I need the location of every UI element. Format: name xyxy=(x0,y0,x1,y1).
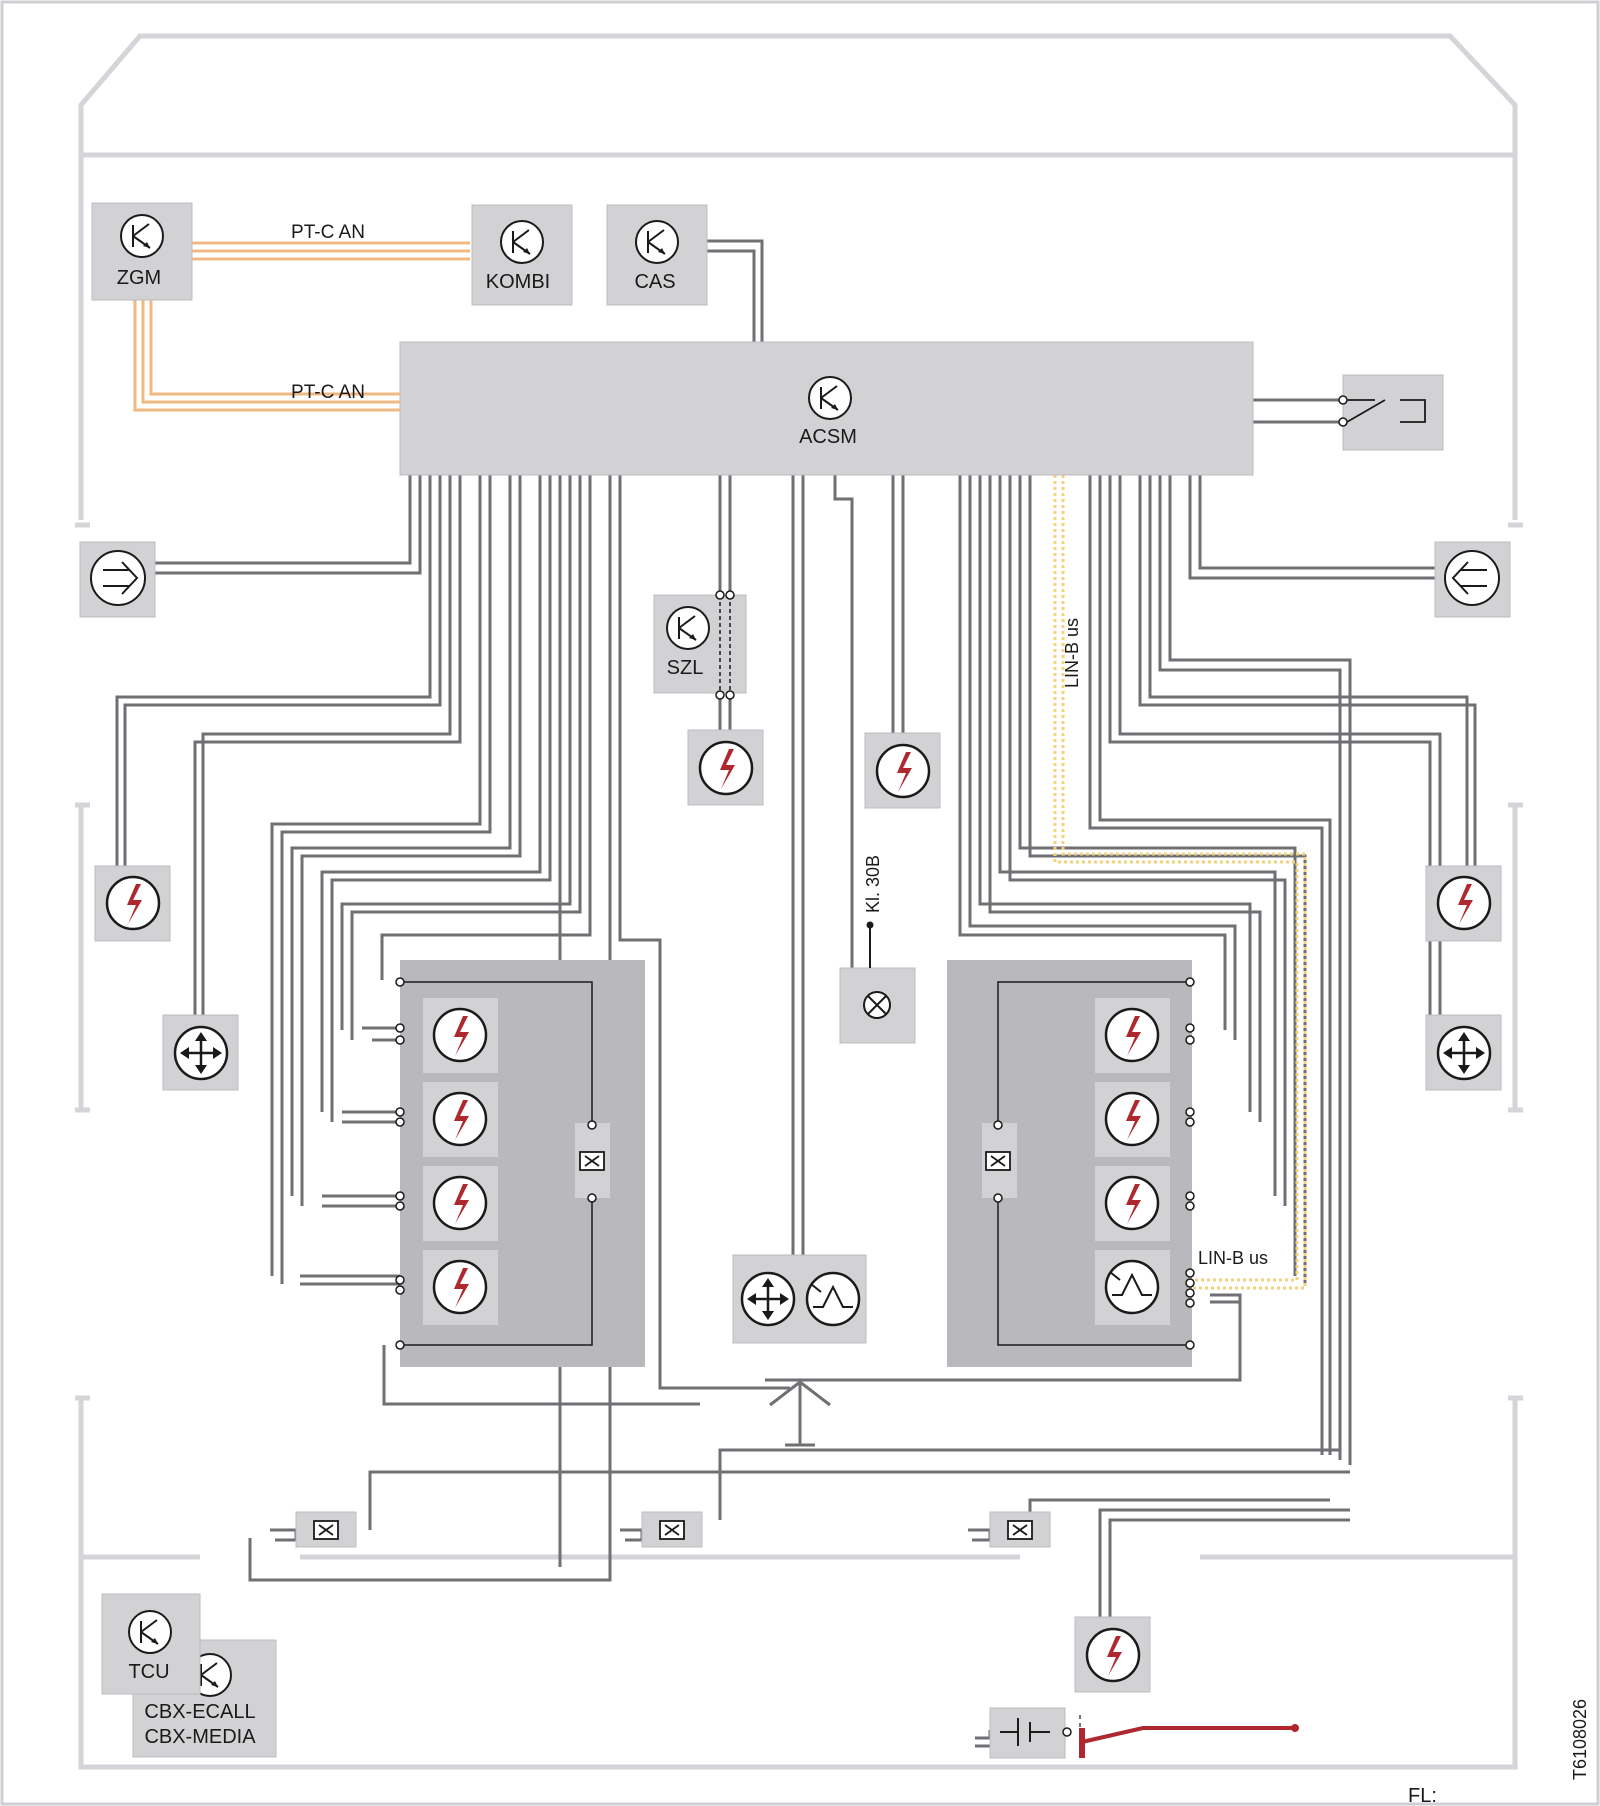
airbag-side-right xyxy=(1425,865,1502,942)
seat-left xyxy=(395,960,645,1367)
linb-label-vertical: LIN-B us xyxy=(1062,618,1082,688)
cas-label: CAS xyxy=(634,271,675,293)
linb-bus xyxy=(1053,475,1307,1290)
switch-rear-center xyxy=(641,1511,703,1548)
switch-rear-left xyxy=(295,1511,357,1548)
battery-cutoff-wire xyxy=(1079,1715,1299,1758)
kl30b-indicator: Kl. 30B xyxy=(839,855,916,1044)
acsm-module: ACSM xyxy=(399,341,1254,476)
cbx-ecall-label: CBX-ECALL xyxy=(144,1701,255,1723)
document-id: T6108026 xyxy=(1570,1699,1590,1780)
battery xyxy=(989,1707,1072,1759)
cas-module: CAS xyxy=(606,204,708,306)
front-sensor-right xyxy=(1434,541,1511,618)
szl-label: SZL xyxy=(667,657,704,679)
crash-sensor-left xyxy=(162,1014,239,1091)
szl-module: SZL xyxy=(653,590,747,700)
acsm-label: ACSM xyxy=(799,426,857,448)
seat-switch-module xyxy=(1338,374,1444,451)
crash-sensor-right xyxy=(1425,1014,1502,1091)
switch-rear-right xyxy=(989,1511,1051,1548)
zgm-label: ZGM xyxy=(117,267,161,289)
cbx-media-label: CBX-MEDIA xyxy=(144,1726,256,1748)
tcu-label: TCU xyxy=(128,1661,169,1683)
battery-safety-terminal xyxy=(1074,1616,1151,1693)
footer-label: FL: xyxy=(1408,1785,1437,1806)
ptcan-bus xyxy=(133,241,470,412)
tcu-module: TCU xyxy=(101,1593,201,1695)
airbag-knee-left xyxy=(687,729,764,806)
center-sensor-pair xyxy=(732,1254,867,1344)
ptcan-label-left: PT-C AN xyxy=(291,382,365,403)
ptcan-label-top: PT-C AN xyxy=(291,222,365,243)
kl30b-label: Kl. 30B xyxy=(863,855,883,913)
linb-label-right: LIN-B us xyxy=(1198,1248,1268,1268)
seat-right xyxy=(947,960,1195,1367)
front-sensor-left xyxy=(79,541,156,618)
airbag-knee-right xyxy=(864,732,941,809)
airbag-side-left xyxy=(94,865,171,942)
kombi-module: KOMBI xyxy=(471,204,573,306)
zgm-module: ZGM xyxy=(91,202,193,301)
kombi-label: KOMBI xyxy=(486,271,550,293)
